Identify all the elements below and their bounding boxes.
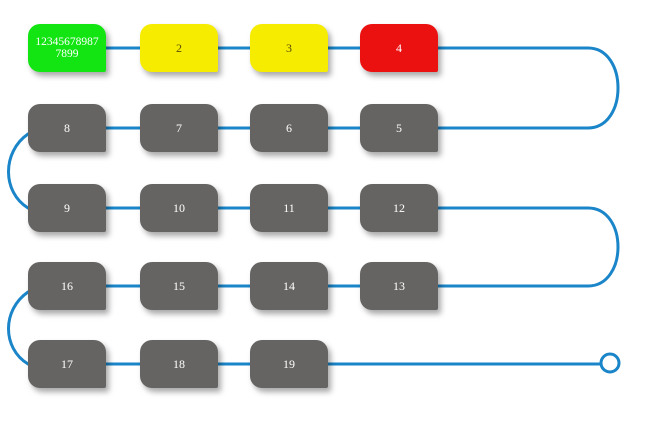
node-label: 19: [283, 356, 295, 371]
process-node-8[interactable]: 8: [28, 104, 106, 152]
node-label: 3: [286, 40, 292, 55]
node-label: 8: [64, 120, 70, 135]
process-node-13[interactable]: 13: [360, 262, 438, 310]
connector-uturn-right: [436, 46, 620, 130]
process-node-14[interactable]: 14: [250, 262, 328, 310]
node-label: 10: [173, 200, 185, 215]
process-node-18[interactable]: 18: [140, 340, 218, 388]
process-node-3[interactable]: 3: [250, 24, 328, 72]
node-label: 12345678987 7899: [35, 35, 99, 60]
end-terminator-circle[interactable]: [599, 352, 621, 374]
node-label: 17: [61, 356, 73, 371]
node-label: 18: [173, 356, 185, 371]
connector-uturn-right: [436, 206, 620, 288]
process-node-9[interactable]: 9: [28, 184, 106, 232]
node-label: 15: [173, 278, 185, 293]
process-node-12345678987[interactable]: 12345678987 7899: [28, 24, 106, 72]
node-label: 9: [64, 200, 70, 215]
process-node-16[interactable]: 16: [28, 262, 106, 310]
connector-uturn-left: [7, 290, 30, 366]
node-label: 7: [176, 120, 182, 135]
process-node-6[interactable]: 6: [250, 104, 328, 152]
node-label: 16: [61, 278, 73, 293]
node-label: 12: [393, 200, 405, 215]
process-node-2[interactable]: 2: [140, 24, 218, 72]
process-node-15[interactable]: 15: [140, 262, 218, 310]
node-label: 6: [286, 120, 292, 135]
process-node-12[interactable]: 12: [360, 184, 438, 232]
connector-uturn-left: [7, 132, 30, 210]
process-node-11[interactable]: 11: [250, 184, 328, 232]
process-node-7[interactable]: 7: [140, 104, 218, 152]
node-label: 14: [283, 278, 295, 293]
node-label: 2: [176, 40, 182, 55]
node-label: 11: [283, 200, 295, 215]
process-node-10[interactable]: 10: [140, 184, 218, 232]
process-node-5[interactable]: 5: [360, 104, 438, 152]
process-node-4[interactable]: 4: [360, 24, 438, 72]
node-label: 5: [396, 120, 402, 135]
node-label: 13: [393, 278, 405, 293]
process-node-19[interactable]: 19: [250, 340, 328, 388]
process-node-17[interactable]: 17: [28, 340, 106, 388]
node-label: 4: [396, 40, 402, 55]
